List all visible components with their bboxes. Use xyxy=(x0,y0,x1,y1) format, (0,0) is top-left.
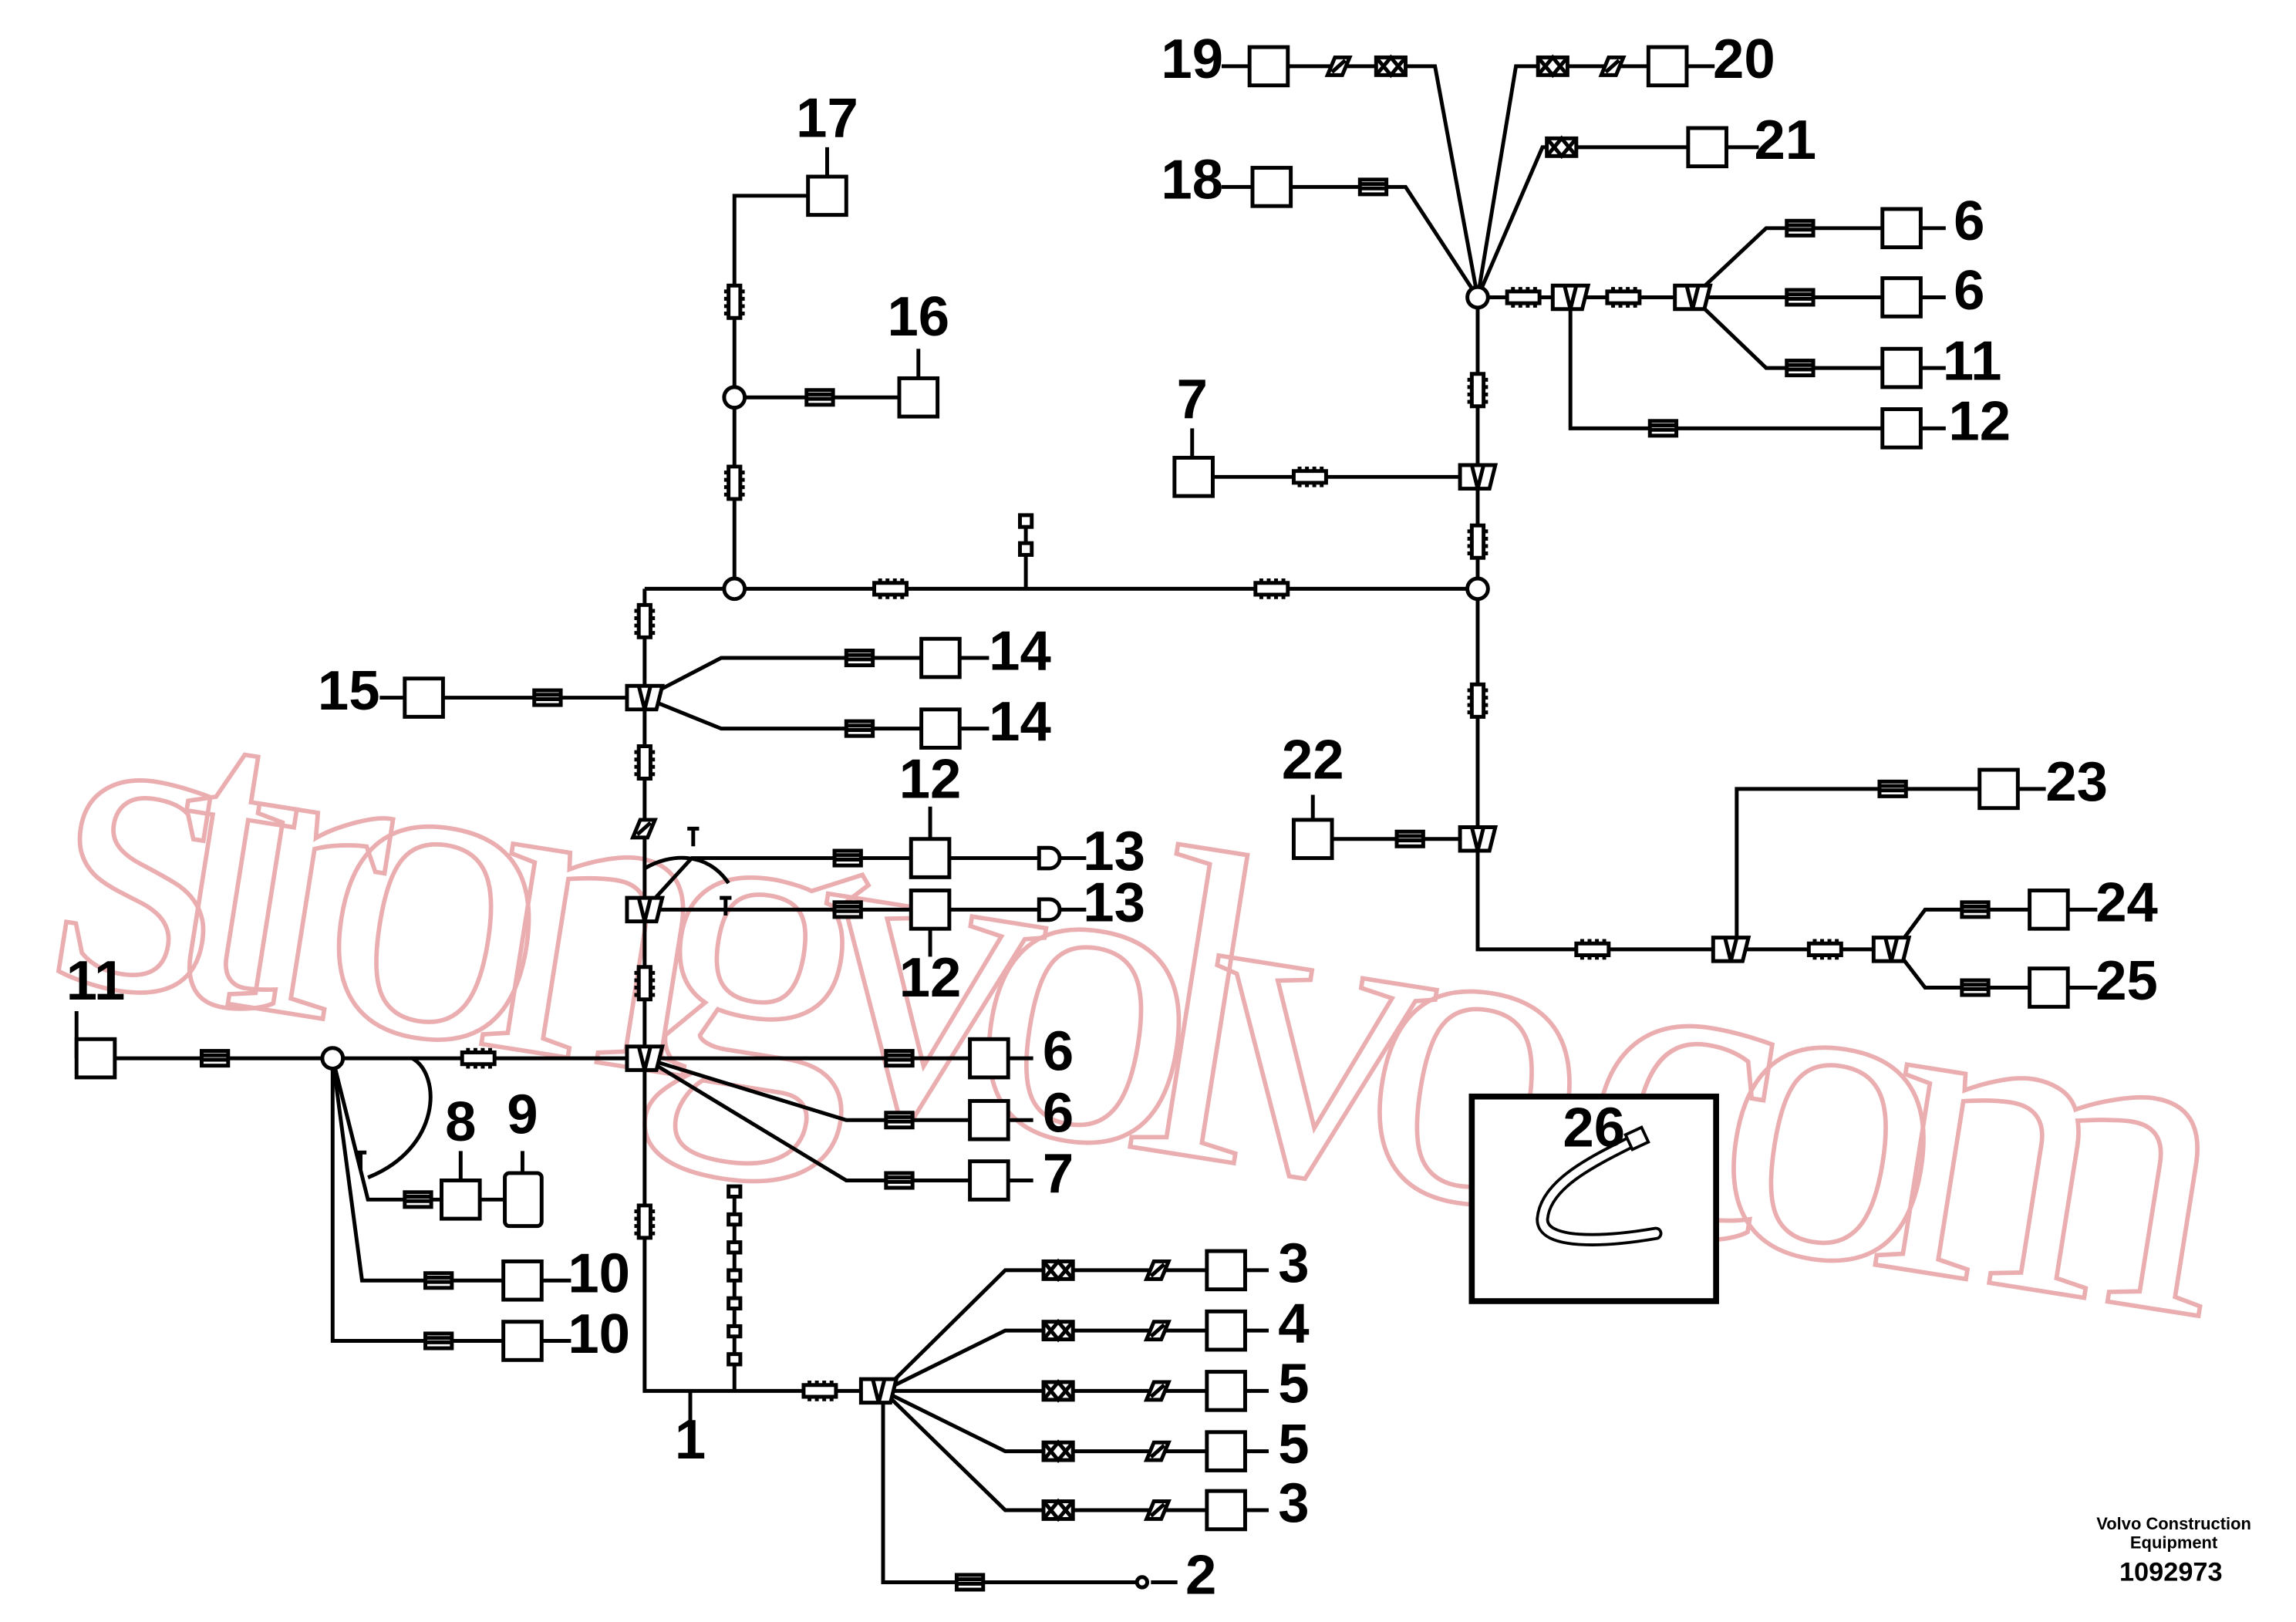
callout-15: 15 xyxy=(318,659,380,722)
callout-13: 13 xyxy=(1083,820,1145,882)
callout-1: 1 xyxy=(675,1408,706,1471)
callout-6: 6 xyxy=(1043,1020,1074,1082)
callout-24: 24 xyxy=(2095,872,2158,934)
callout-22: 22 xyxy=(1282,729,1344,791)
callout-9: 9 xyxy=(507,1083,538,1145)
callout-11: 11 xyxy=(1943,329,2002,392)
callout-17: 17 xyxy=(796,86,858,149)
callout-3: 3 xyxy=(1278,1472,1309,1534)
parallelogram-symbols xyxy=(629,55,1627,1521)
callout-7: 7 xyxy=(1177,368,1208,430)
components xyxy=(74,45,2070,1532)
callout-10: 10 xyxy=(568,1243,630,1305)
cable-tie-inset xyxy=(1468,1093,1719,1304)
callout-19: 19 xyxy=(1161,28,1223,90)
callout-6: 6 xyxy=(1954,190,1984,252)
callout-12: 12 xyxy=(899,747,962,810)
callout-8: 8 xyxy=(445,1091,476,1153)
title-block: Volvo Construction Equipment 1092973 xyxy=(2096,1514,2251,1587)
callout-16: 16 xyxy=(887,285,949,348)
callout-20: 20 xyxy=(1713,28,1775,90)
callout-18: 18 xyxy=(1161,149,1223,211)
callout-21: 21 xyxy=(1754,109,1816,171)
callout-7: 7 xyxy=(1043,1142,1074,1205)
callout-6: 6 xyxy=(1043,1082,1074,1145)
callout-6: 6 xyxy=(1954,259,1984,322)
clip-tags xyxy=(354,513,1034,1367)
company-line-1: Volvo Construction xyxy=(2096,1514,2251,1533)
callout-23: 23 xyxy=(2045,750,2108,813)
callout-2: 2 xyxy=(1185,1544,1216,1607)
callout-25: 25 xyxy=(2095,949,2158,1012)
callout-26: 26 xyxy=(1563,1097,1625,1159)
callout-5: 5 xyxy=(1278,1413,1309,1475)
callout-5: 5 xyxy=(1278,1353,1309,1415)
callout-12: 12 xyxy=(1948,390,2011,453)
drawing-number: 1092973 xyxy=(2119,1558,2223,1587)
junctions xyxy=(320,285,1490,1590)
callout-labels: 1 2 3 3 4 5 5 6 6 6 6 7 7 8 9 10 10 11 1… xyxy=(66,28,2158,1607)
connector-symbols xyxy=(199,177,1991,1592)
crosshatch-symbols xyxy=(1041,54,1579,1523)
callout-3: 3 xyxy=(1278,1232,1309,1294)
callout-14: 14 xyxy=(989,690,1051,753)
conduit-symbols xyxy=(460,283,1843,1401)
branch-symbols xyxy=(625,283,1912,1405)
callout-11: 11 xyxy=(66,949,126,1012)
callout-14: 14 xyxy=(989,619,1051,682)
callout-4: 4 xyxy=(1278,1292,1309,1354)
company-line-2: Equipment xyxy=(2130,1533,2218,1553)
callout-12: 12 xyxy=(899,946,962,1009)
callout-10: 10 xyxy=(568,1303,630,1365)
callout-13: 13 xyxy=(1083,872,1145,934)
